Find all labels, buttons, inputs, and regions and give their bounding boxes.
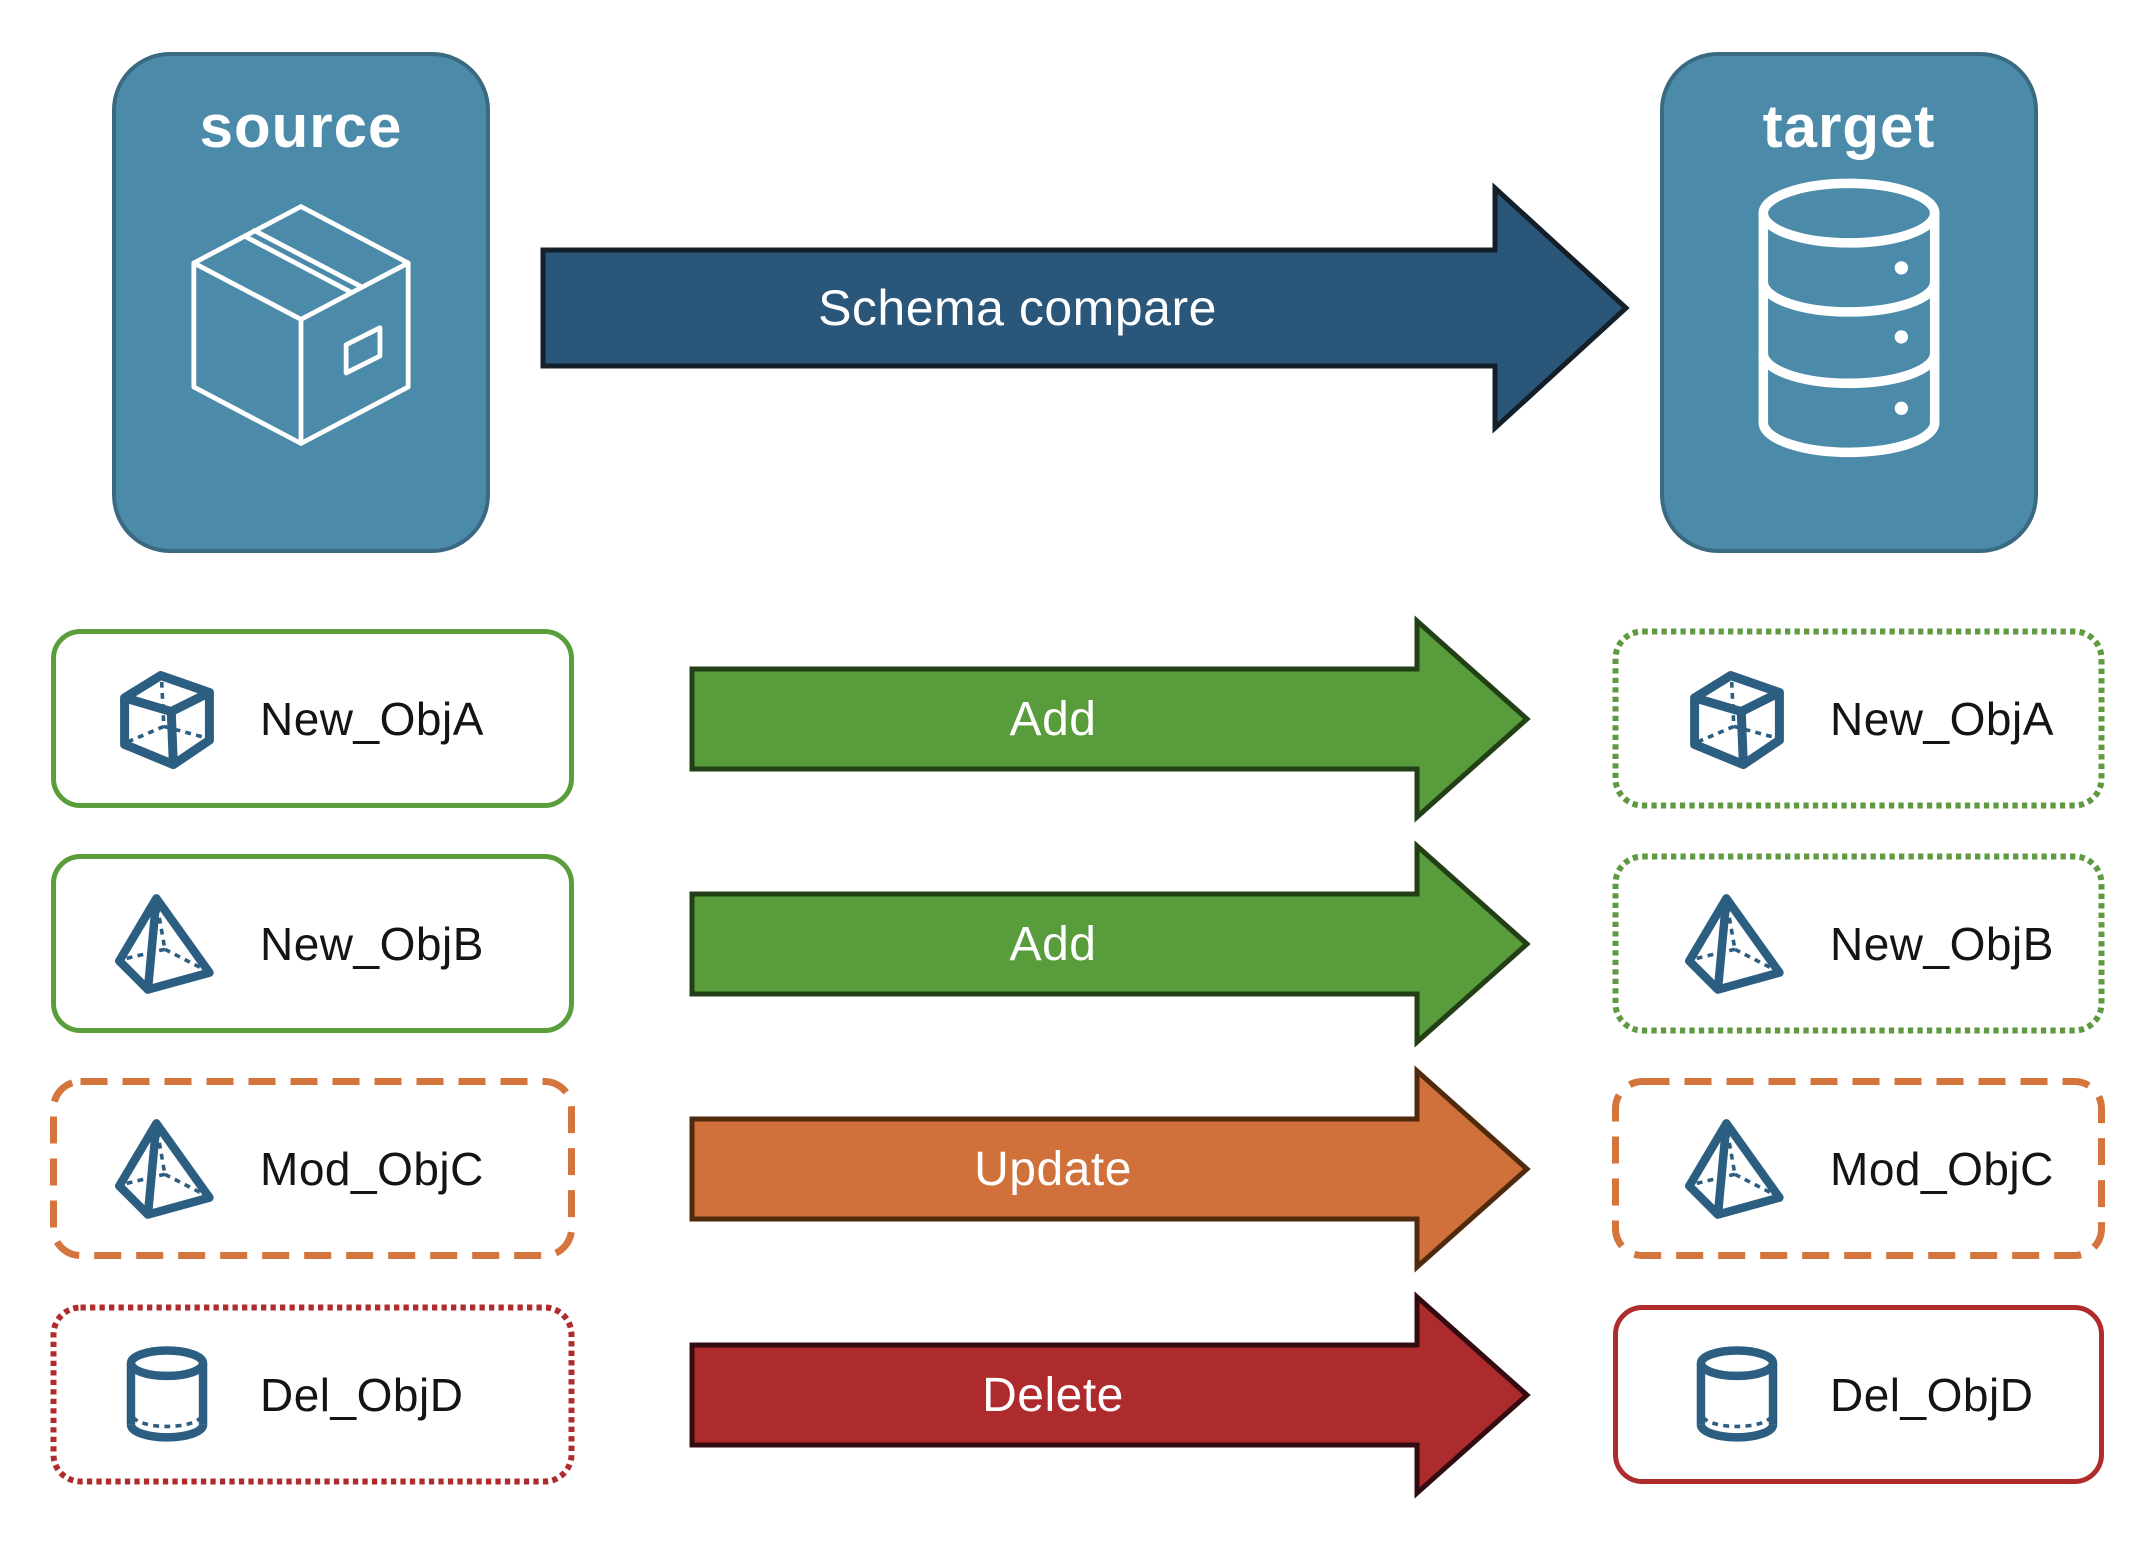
source-object-box-mod-objc: Mod_ObjC <box>50 1078 575 1259</box>
source-panel: source <box>112 52 490 553</box>
target-object-box-del-objd: Del_ObjD <box>1612 1304 2105 1485</box>
update-arrow-shape <box>689 1065 1531 1273</box>
box-border-dotted-red <box>50 1304 575 1485</box>
box-border-solid-green <box>51 629 574 808</box>
source-object-box-new-obja: New_ObjA <box>50 628 575 809</box>
object-label: Mod_ObjC <box>260 1142 484 1195</box>
object-label: New_ObjA <box>1830 692 2054 745</box>
add-arrow-shape <box>689 840 1531 1048</box>
update-arrow: Update <box>689 1065 1531 1273</box>
add-arrow-row1: Add <box>689 615 1531 823</box>
target-object-box-mod-objc: Mod_ObjC <box>1612 1078 2105 1259</box>
object-label: Del_ObjD <box>260 1368 464 1421</box>
target-panel: target <box>1660 52 2038 553</box>
database-icon <box>1730 175 1968 475</box>
add-arrow-shape <box>689 615 1531 823</box>
schema-compare-arrow: Schema compare <box>540 182 1630 434</box>
delete-arrow-shape <box>689 1291 1531 1499</box>
add-arrow-row2: Add <box>689 840 1531 1048</box>
box-border-dotted-green <box>1612 628 2105 809</box>
source-object-box-new-objb: New_ObjB <box>50 853 575 1034</box>
box-border-solid-red <box>1613 1305 2104 1484</box>
target-object-box-new-obja: New_ObjA <box>1612 628 2105 809</box>
package-icon <box>160 179 442 471</box>
add-arrow-label: Add <box>1009 917 1097 971</box>
target-label: target <box>1762 93 1936 160</box>
object-label: New_ObjB <box>1830 917 2054 970</box>
object-label: Mod_ObjC <box>1830 1142 2054 1195</box>
box-border-dashed-orange <box>50 1078 575 1259</box>
delete-arrow: Delete <box>689 1291 1531 1499</box>
update-arrow-label: Update <box>974 1142 1132 1196</box>
delete-arrow-label: Delete <box>982 1368 1124 1422</box>
source-object-box-del-objd: Del_ObjD <box>50 1304 575 1485</box>
source-label: source <box>199 93 403 160</box>
box-border-dotted-green <box>1612 853 2105 1034</box>
schema-compare-arrow-shape <box>540 182 1630 434</box>
add-arrow-label: Add <box>1009 692 1097 746</box>
object-label: New_ObjA <box>260 692 484 745</box>
schema-compare-label: Schema compare <box>818 280 1217 336</box>
box-border-solid-green <box>51 854 574 1033</box>
target-object-box-new-objb: New_ObjB <box>1612 853 2105 1034</box>
box-border-dashed-orange <box>1612 1078 2105 1259</box>
object-label: New_ObjB <box>260 917 484 970</box>
object-label: Del_ObjD <box>1830 1368 2034 1421</box>
